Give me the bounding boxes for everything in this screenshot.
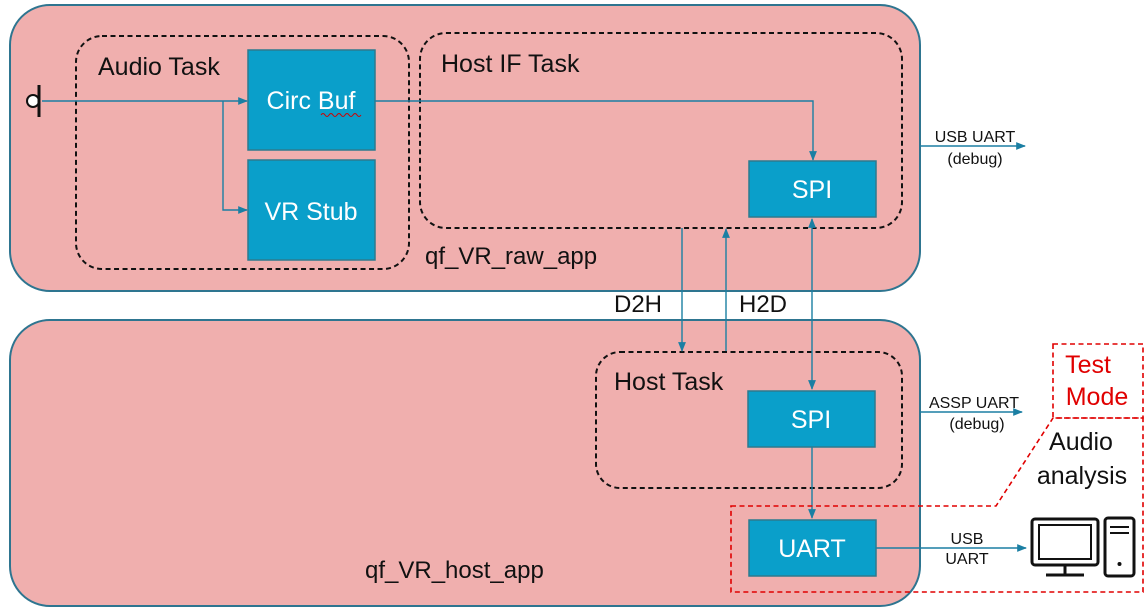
h2d-label: H2D [739,291,787,318]
usb-uart-debug-sublabel: (debug) [947,151,1002,168]
raw-spi-label: SPI [792,176,832,204]
usb-uart-debug-label: USB UART [935,129,1016,146]
audio-analysis-label-2: analysis [1037,462,1127,490]
raw-app-container [9,4,921,292]
audio-analysis-label: Audio [1049,428,1113,456]
test-mode-box [1052,343,1144,419]
host-task-label: Host Task [614,368,724,396]
vr-stub-label: VR Stub [264,198,357,226]
mic-to-vr-stub-arrow [222,101,248,214]
raw-app-label: qf_VR_raw_app [425,243,597,270]
assp-uart-label: ASSP UART [929,395,1019,412]
uart-block [748,519,877,577]
host-app-container [9,319,921,607]
assp-uart-sublabel: (debug) [949,416,1004,433]
circ-buf-to-spi-arrow [375,100,817,161]
host-if-task-label: Host IF Task [441,50,580,78]
audio-task-box [75,35,410,270]
test-mode-region [730,417,1144,593]
test-mode-label: Test [1065,351,1111,379]
raw-spi-block [748,160,877,218]
spellcheck-underline [320,113,362,117]
host-app-label: qf_VR_host_app [365,557,544,584]
uart-sub-label: UART [945,551,988,568]
circ-buf-block [247,49,376,151]
host-task-box [595,351,903,489]
d2h-label: D2H [614,291,662,318]
uart-label: UART [778,535,846,563]
computer-icon [1030,516,1136,578]
host-spi-block [747,390,876,448]
audio-task-label: Audio Task [98,53,220,81]
usb-label: USB [951,531,984,548]
microphone-icon [26,85,41,117]
test-mode-label-2: Mode [1066,383,1129,411]
host-if-task-box [419,32,903,229]
vr-stub-block [247,159,376,261]
circ-buf-label: Circ Buf [267,87,356,115]
host-spi-label: SPI [791,406,831,434]
